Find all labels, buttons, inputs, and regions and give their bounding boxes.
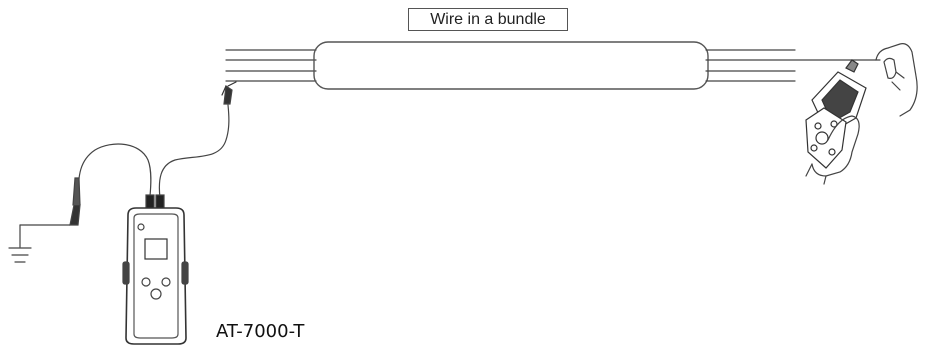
transmitter-model-label: AT-7000-T (216, 321, 305, 342)
hand-icon (875, 43, 918, 117)
bundle-clip-icon (221, 81, 237, 105)
wire-bundle-sleeve (313, 41, 709, 90)
receiver-device-icon (805, 59, 867, 169)
bundle-wires-left (225, 49, 317, 82)
bundle-lead-wire (158, 104, 230, 199)
hand-holding-receiver-icon (805, 115, 860, 185)
wire-bundle-label: Wire in a bundle (408, 8, 568, 31)
bundle-wires-right (705, 49, 881, 82)
alligator-clip-icon (69, 177, 81, 226)
transmitter-device-icon (122, 194, 189, 345)
ground-symbol-icon (8, 224, 71, 263)
ground-lead-wire (77, 143, 152, 199)
